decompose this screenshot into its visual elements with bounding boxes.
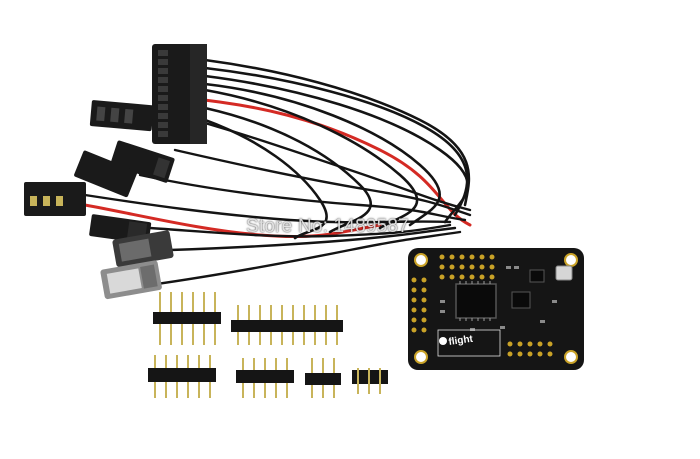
black-wire	[148, 223, 452, 238]
servo-plug	[74, 150, 138, 198]
mounting-hole	[414, 350, 428, 364]
black-wire	[203, 106, 373, 234]
cable-harness	[83, 58, 472, 287]
black-wire	[83, 193, 452, 224]
black-wire	[153, 108, 472, 212]
pin-header	[236, 358, 294, 398]
pin-header	[148, 355, 216, 398]
black-wire	[203, 82, 441, 227]
mounting-hole	[564, 350, 578, 364]
pin-header	[231, 305, 343, 345]
usb-port	[555, 265, 573, 281]
mounting-hole	[564, 253, 578, 267]
pin-header	[305, 358, 341, 398]
flight-controller-board: flight	[408, 248, 584, 370]
servo-plug	[110, 140, 175, 183]
pin-header	[153, 292, 221, 345]
servo-plug	[89, 100, 154, 132]
black-wire	[168, 226, 457, 252]
black-wire	[138, 173, 467, 222]
pin-header	[352, 368, 388, 394]
brand-logo-mark	[439, 337, 447, 345]
black-wire	[173, 148, 472, 217]
grey-plug	[112, 230, 174, 268]
sensor-chip	[529, 269, 545, 283]
black-wire	[203, 88, 419, 230]
multi-pin-connector	[152, 44, 207, 144]
black-wire	[203, 58, 471, 207]
black-wire	[203, 118, 328, 240]
black-wire	[203, 74, 469, 224]
mounting-hole	[414, 253, 428, 267]
sensor-chip	[511, 291, 531, 309]
grey-plug	[100, 260, 162, 300]
red-wire	[183, 96, 472, 227]
board-brand-label: flight	[448, 334, 474, 348]
black-wire	[148, 230, 462, 287]
mcu-chip	[455, 283, 497, 319]
servo-plug	[24, 182, 86, 216]
store-watermark: Store No: 1489587	[246, 216, 409, 237]
